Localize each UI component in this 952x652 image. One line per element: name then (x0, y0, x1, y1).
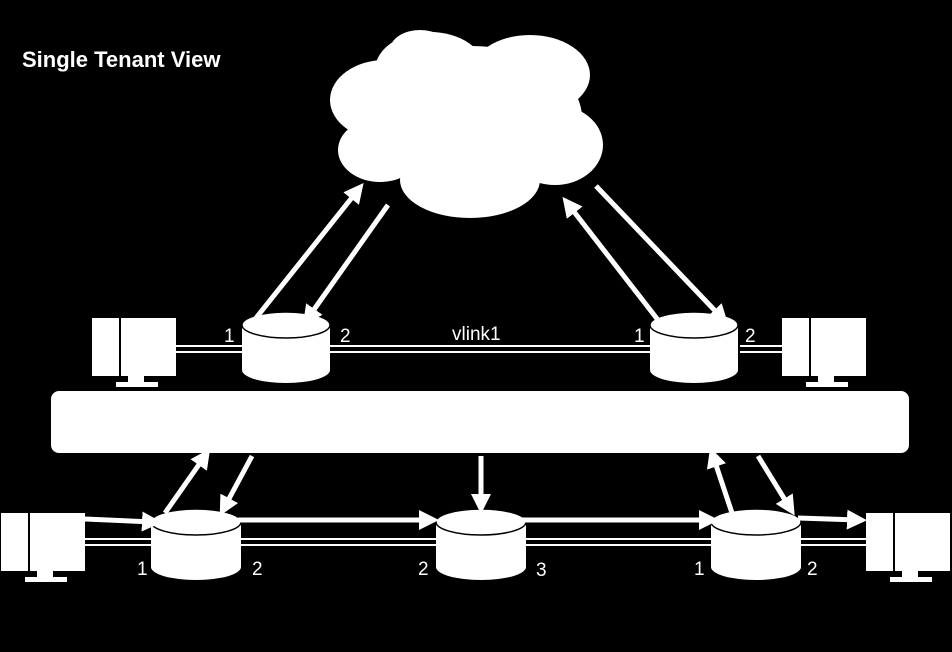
switch-icon (150, 508, 242, 580)
arrow-cloud-to-switch (302, 203, 391, 326)
computer-icon (92, 318, 176, 387)
switch-icon (435, 508, 527, 580)
port-label: 1 (224, 326, 235, 347)
port-label: 2 (340, 326, 351, 347)
port-label: 2 (745, 326, 756, 347)
computer-icon (866, 513, 950, 582)
lower-links (85, 538, 868, 546)
arrow-path (797, 509, 867, 530)
diagram-title: Single Tenant View (22, 47, 221, 72)
port-label: 2 (418, 559, 429, 580)
port-label: 1 (137, 559, 148, 580)
switch-icon (649, 311, 739, 383)
arrow-bar-to-switch (755, 454, 795, 516)
port-label: 1 (694, 559, 705, 580)
arrow-path (84, 511, 162, 532)
port-label: 2 (807, 559, 818, 580)
arrow-bar-to-switch (219, 454, 255, 516)
arrow-switch-to-bar (162, 448, 211, 515)
arrow-switch-to-cloud (562, 196, 660, 322)
port-label: 2 (252, 559, 263, 580)
switch-icon (241, 311, 331, 383)
port-label: 1 (634, 326, 645, 347)
cloud-icon (330, 30, 603, 218)
computer-icon (1, 513, 85, 582)
link-label: vlink1 (452, 324, 501, 345)
arrow-cloud-to-switch (594, 184, 729, 325)
computer-icon (782, 318, 866, 387)
arrow-switch-to-cloud (254, 182, 364, 320)
upper-links (175, 345, 785, 353)
central-network-bar (51, 391, 909, 453)
switch-icon (710, 508, 802, 580)
arrow-switch-to-bar (706, 447, 735, 514)
port-label: 3 (536, 560, 547, 581)
